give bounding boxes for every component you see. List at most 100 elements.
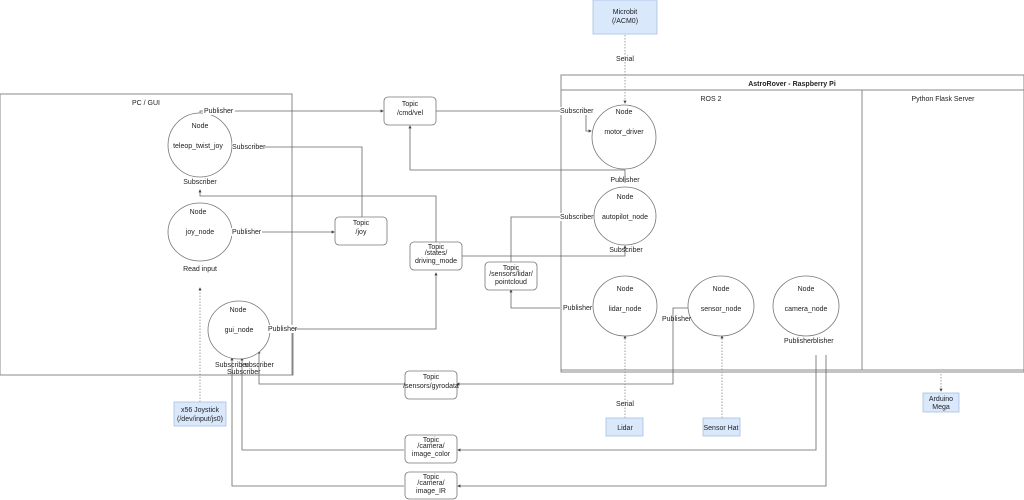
topic-joy[interactable]: Topic /joy [334,216,388,246]
hardware-joystick[interactable]: x56 Joystick (/dev/input/js0) [173,401,227,427]
sensor-kind: Node [713,286,730,293]
edge-drivingmode-to-teleop [198,189,437,243]
node-motor-driver[interactable]: Node motor_driver [591,104,657,170]
gui-name: gui_node [225,327,254,334]
teleop-subscriber-label: Subscriber [232,144,266,151]
joystick-device: (/dev/input/js0) [177,416,223,423]
cmdvel-kind: Topic [402,101,419,108]
gui-subscriber-label-2: ubscriber [245,362,274,369]
autopilot-subscriber-bottom-label: Subscriber [609,247,643,254]
container-flask-title: Python Flask Server [911,96,975,103]
microbit-serial-label: Serial [616,56,634,63]
imageir-path1: /camera/ [417,480,444,487]
gyrodata-path: /sensors/gyrodata [403,383,459,390]
joystick-label: x56 Joystick [181,407,220,414]
teleop-kind: Node [192,123,209,130]
container-ros2-title: ROS 2 [700,96,721,103]
topic-driving-mode[interactable]: Topic /states/ driving_mode [409,241,463,271]
edge-camera-to-imagecolor [457,355,817,452]
edges [198,35,943,488]
node-sensor-node[interactable]: Node sensor_node [687,275,755,337]
edge-cmdvel-to-motor [435,110,592,133]
arduino-model: Mega [932,404,950,411]
gyrodata-kind: Topic [423,374,440,381]
lidar-name: lidar_node [609,306,642,313]
camera-kind: Node [798,286,815,293]
edge-imageir-to-gui [230,357,404,487]
autopilot-publisher-label: Publisher [610,177,640,184]
lidar-serial-label: Serial [616,401,634,408]
sensor-hat-label: Sensor Hat [703,425,738,432]
edge-imagecolor-to-gui [240,357,404,451]
container-pc-title: PC / GUI [132,100,160,107]
hardware-arduino[interactable]: Arduino Mega [922,392,960,413]
pointcloud-path2: pointcloud [495,279,527,286]
microbit-label: Microbit [613,9,638,16]
hardware-lidar[interactable]: Lidar [605,417,644,437]
edge-drivingmode-to-autopilot [462,245,627,257]
imageir-path2: image_IR [416,488,446,495]
autopilot-kind: Node [617,194,634,201]
drivingmode-path2: driving_mode [415,258,457,265]
joytopic-kind: Topic [353,220,370,227]
lidar-hw-label: Lidar [617,425,633,432]
node-camera-node[interactable]: Node camera_node [772,275,840,337]
edge-gui-vertical [292,329,294,376]
motor-kind: Node [616,109,633,116]
drivingmode-kind: Topic [428,244,445,251]
hardware-sensor-hat[interactable]: Sensor Hat [702,417,741,437]
sensor-name: sensor_node [701,306,742,313]
hardware-microbit[interactable]: Microbit (/ACM0) [592,0,658,35]
node-teleop-twist-joy[interactable]: Node teleop_twist_joy [167,112,233,178]
teleop-publisher-label: Publisher [204,108,234,115]
gui-subscriber-label-1: Subscriber [215,362,249,369]
pointcloud-path1: /sensors/lidar/ [489,271,533,278]
lidar-kind: Node [617,286,634,293]
container-rover-title: AstroRover - Raspberry Pi [748,81,836,88]
node-gui-node[interactable]: Node gui_node [207,300,271,360]
topic-lidar-pointcloud[interactable]: Topic /sensors/lidar/ pointcloud [484,261,538,291]
gui-publisher-label: Publisher [268,326,298,333]
node-lidar-node[interactable]: Node lidar_node [592,275,658,337]
container-pc-gui: PC / GUI [0,93,293,376]
pointcloud-kind: Topic [503,265,520,272]
autopilot-name: autopilot_node [602,214,648,221]
topic-cmd-vel[interactable]: Topic /cmd/vel [383,96,437,126]
imagecolor-kind: Topic [423,437,440,444]
topic-gyrodata[interactable]: Topic /sensors/gyrodata [403,370,459,400]
edge-sensor-to-gyrodata [456,307,688,386]
edge-gui-to-drivingmode [293,272,438,330]
edge-gyrodata-to-gui [257,350,405,385]
topic-image-ir[interactable]: Topic /camera/ image_IR [404,471,458,500]
arduino-label: Arduino [929,396,953,403]
cmdvel-path: /cmd/vel [397,110,424,117]
imagecolor-path2: image_color [412,451,451,458]
drivingmode-path1: /states/ [425,250,448,257]
read-input-label: Read input [183,266,217,273]
joy-name: joy_node [185,229,215,236]
sensor-publisher-label: Publisher [662,316,692,323]
camera-name: camera_node [785,306,828,313]
gui-kind: Node [230,307,247,314]
topic-image-color[interactable]: Topic /camera/ image_color [404,434,458,464]
motor-subscriber-label: Subscriber [560,108,594,115]
joy-kind: Node [190,209,207,216]
node-autopilot-node[interactable]: Node autopilot_node [593,186,657,246]
microbit-port: (/ACM0) [612,18,638,25]
joy-publisher-label: Publisher [232,229,262,236]
joytopic-path: /joy [356,229,367,236]
edge-camera-to-imageir [457,355,827,488]
lidar-publisher-label: Publisher [563,305,593,312]
imagecolor-path1: /camera/ [417,443,444,450]
camera-publisher-label-1: Publisher [784,338,814,345]
teleop-bottom-subscriber-label: Subscriber [183,179,217,186]
edge-autopilot-to-cmdvel [408,125,626,183]
edge-labels: Publisher Subscriber Subscriber Publishe… [183,56,834,408]
node-joy-node[interactable]: Node joy_node [167,202,233,262]
edge-joy-to-teleop [265,146,363,218]
edge-lidar-to-pointcloud [509,289,560,309]
container-flask: Python Flask Server [861,89,1024,371]
gui-subscriber-label-3: Subscriber [227,369,261,376]
motor-name: motor_driver [604,129,644,136]
